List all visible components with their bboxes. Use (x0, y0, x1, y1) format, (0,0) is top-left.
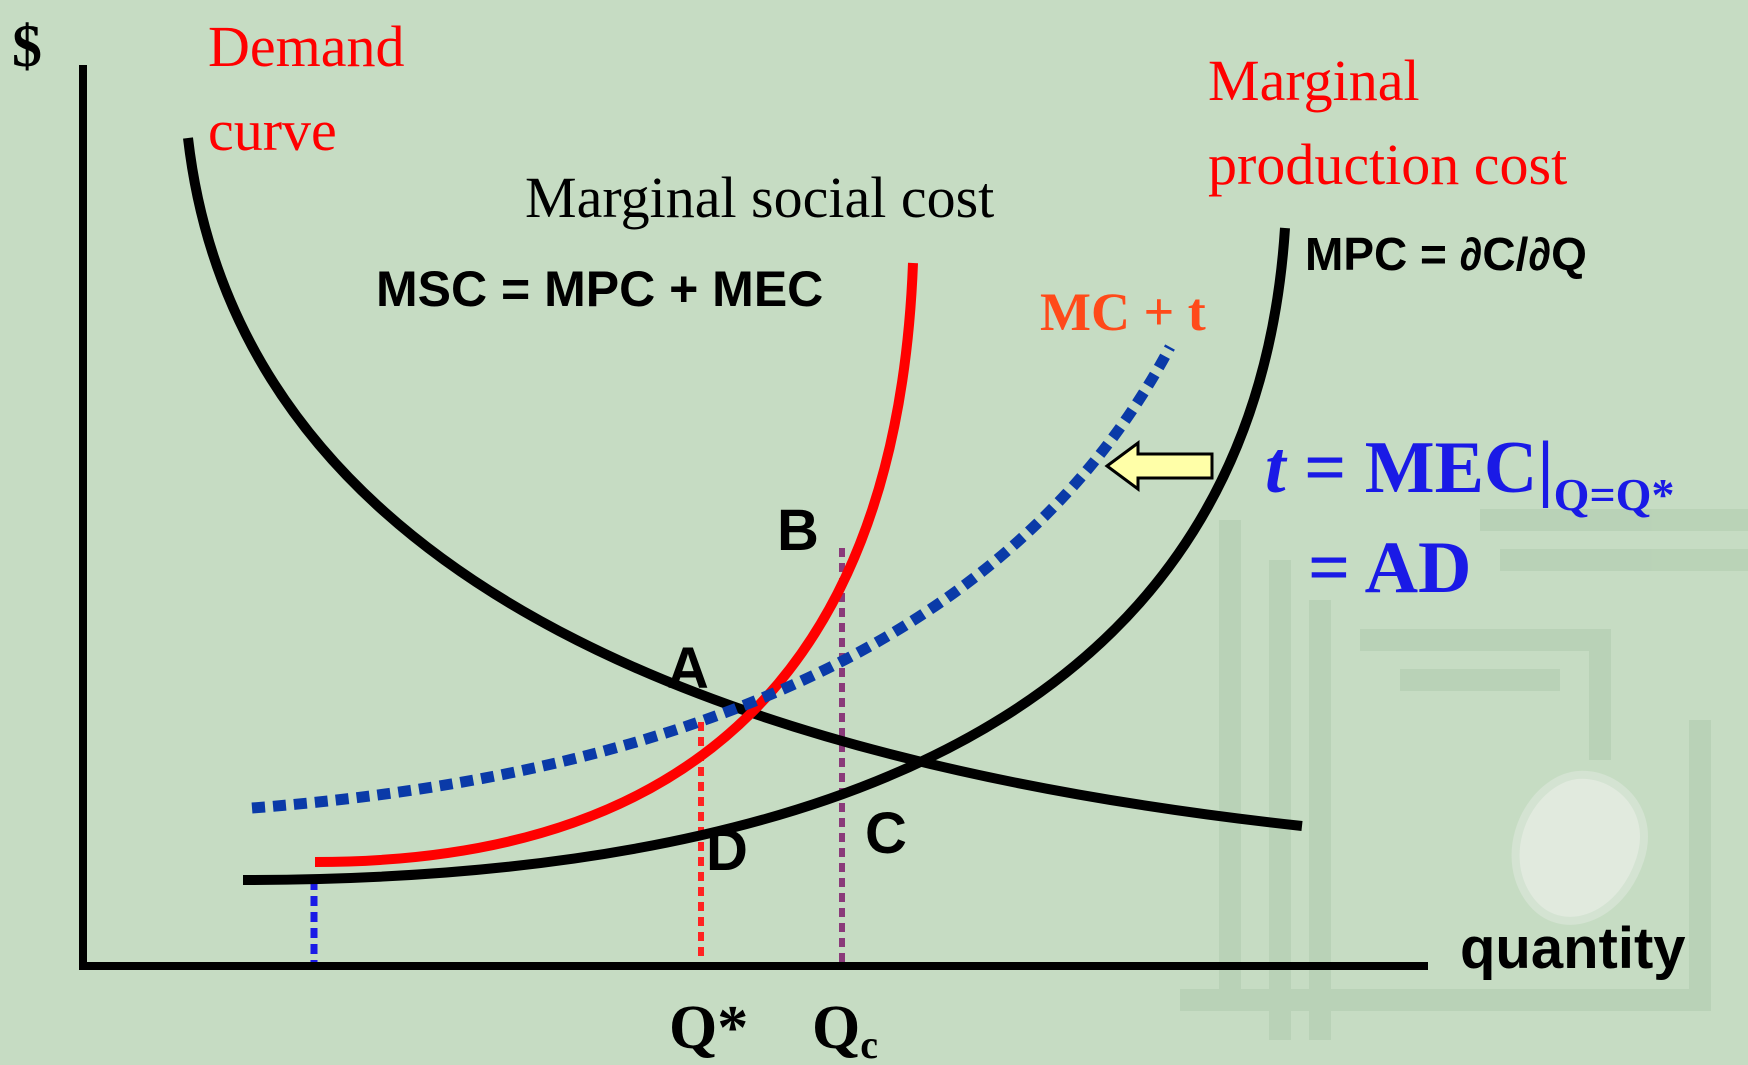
shift-arrow-icon (1104, 440, 1214, 492)
qc-label: Qc (812, 994, 878, 1065)
tax-eq1-sub: Q=Q* (1554, 469, 1675, 520)
point-c-label: C (865, 801, 907, 866)
msc-curve (314, 262, 918, 867)
mpc-title-line1: Marginal (1208, 48, 1420, 113)
mc-plus-t-curve (251, 344, 1175, 814)
demand-label: Demand curve (208, 14, 419, 163)
tax-eq1: = MEC| (1286, 427, 1554, 509)
tax-t: t (1265, 427, 1288, 509)
background-pattern (1180, 509, 1748, 1040)
mpc-curve (242, 227, 1290, 885)
mpc-formula: MPC = ∂C/∂Q (1305, 228, 1587, 280)
x-axis-label: quantity (1460, 916, 1686, 981)
mc-plus-t-label: MC + t (1040, 282, 1206, 342)
demand-curve (183, 137, 1303, 831)
tax-equation-line2: = AD (1308, 527, 1471, 609)
y-axis-label: $ (12, 13, 42, 79)
point-a-label: A (667, 636, 709, 701)
point-b-label: B (777, 498, 819, 563)
mpc-title-line2: production cost (1208, 132, 1567, 197)
point-d-label: D (706, 818, 748, 883)
msc-title: Marginal social cost (525, 165, 994, 230)
mpc-title: Marginal production cost (1208, 48, 1567, 197)
msc-formula: MSC = MPC + MEC (376, 261, 823, 317)
qc-label-sub: c (860, 1022, 878, 1065)
q-star-label: Q* (669, 994, 748, 1062)
tax-equation-line1: t = MEC|Q=Q* (1265, 427, 1674, 520)
demand-label-line2: curve (208, 98, 337, 163)
qc-label-main: Q (812, 994, 860, 1062)
demand-label-line1: Demand (208, 14, 405, 79)
